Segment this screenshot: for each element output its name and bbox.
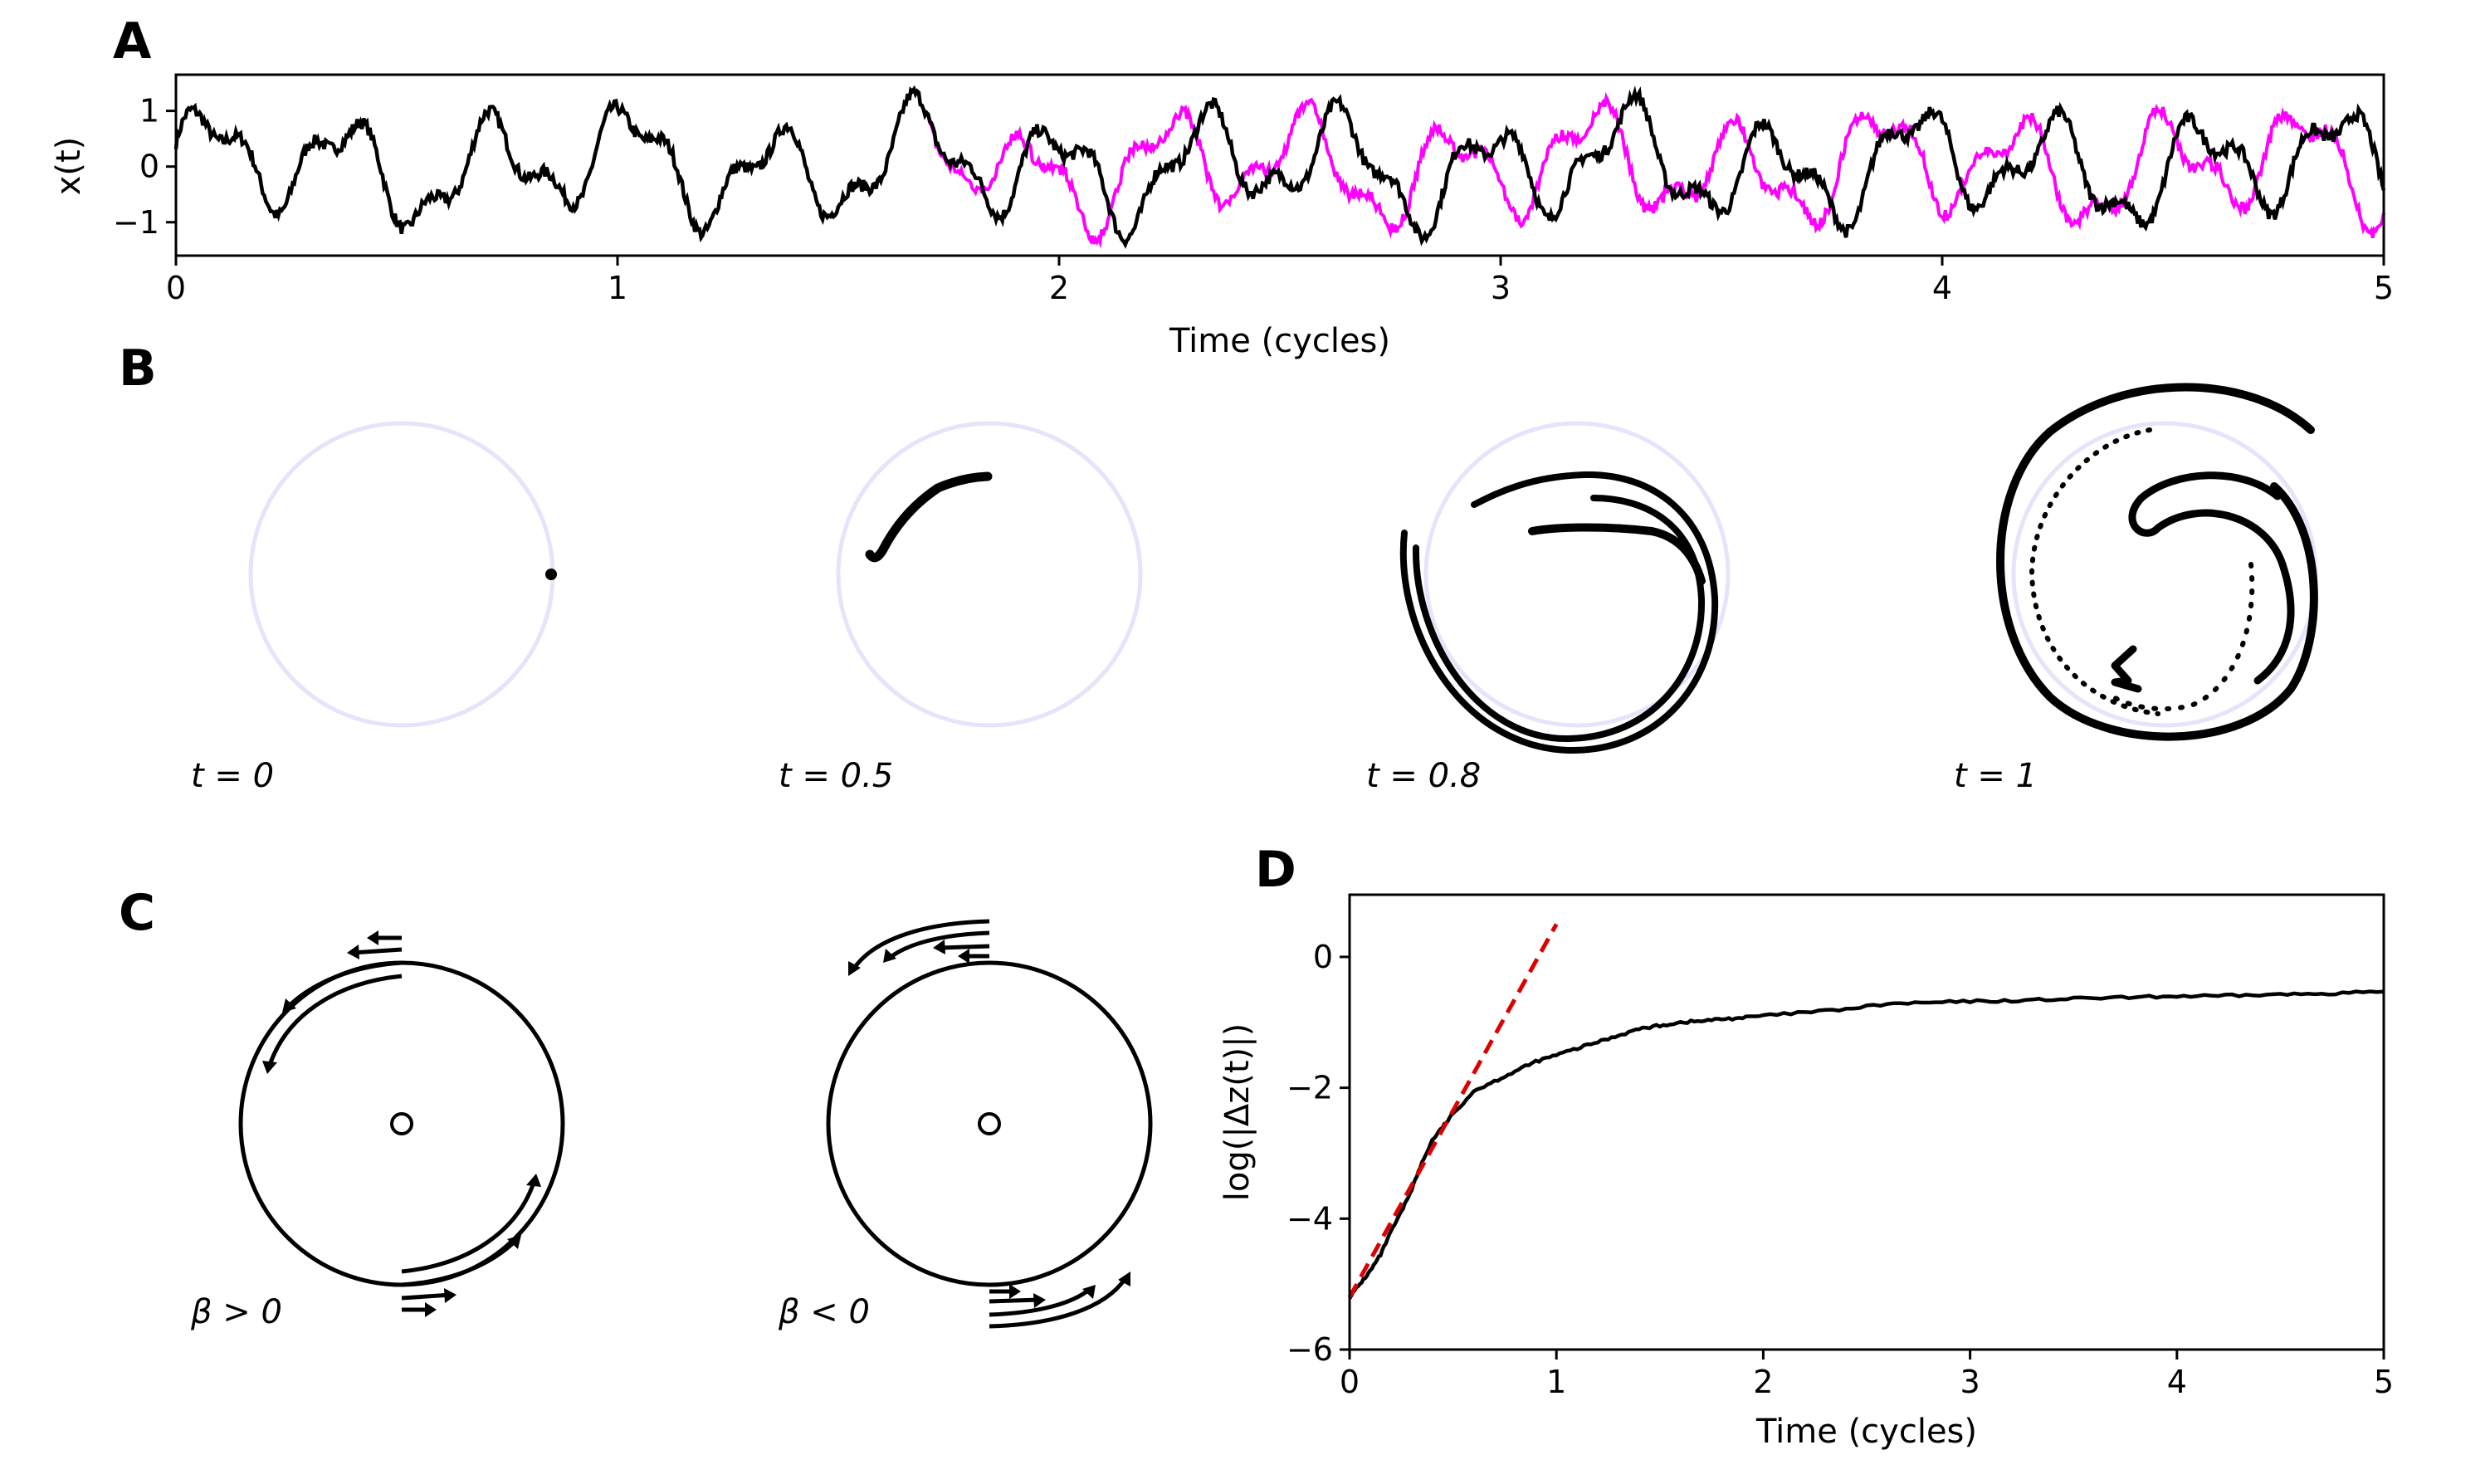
unit-circle-outline bbox=[836, 421, 1143, 728]
panel-c-diagram-beta-positive bbox=[238, 930, 565, 1317]
x-tick-label: 2 bbox=[1753, 1364, 1773, 1400]
arrow-head-icon bbox=[958, 949, 969, 964]
x-tick-label: 0 bbox=[1340, 1364, 1360, 1400]
arrow-head-icon bbox=[1118, 1272, 1130, 1286]
point-cloud-spiral-inner bbox=[1412, 495, 1706, 743]
x-tick-label: 0 bbox=[166, 270, 186, 306]
arrow-head-icon bbox=[933, 940, 945, 954]
arrow-head-icon bbox=[444, 1288, 456, 1303]
panel-b-snapshot-t08: t = 0.8 bbox=[1366, 421, 1731, 795]
panel-d-y-axis-label: log(|Δz(t)|) bbox=[1218, 1023, 1257, 1201]
unit-circle-outline bbox=[2011, 421, 2318, 728]
x-tick-label: 1 bbox=[1546, 1364, 1566, 1400]
y-tick-label: −1 bbox=[113, 204, 159, 241]
shear-arrows-top-heads bbox=[848, 940, 969, 976]
unit-circle-outline bbox=[248, 421, 555, 728]
y-tick-label: −2 bbox=[1286, 1070, 1333, 1106]
arrow-head-icon bbox=[1009, 1284, 1021, 1299]
point-cloud-spiral-outer bbox=[1996, 383, 2318, 741]
point-cloud-spiral-mid bbox=[2029, 427, 2160, 716]
arrow-head-icon bbox=[347, 945, 359, 959]
point-cloud-spiral-outer bbox=[1399, 471, 1719, 754]
point-cloud-inner-tail bbox=[1528, 523, 1706, 585]
panel-b: B t = 0 t = 0.5 t = 0.8 t = 1 bbox=[119, 339, 2318, 795]
panel-b-snapshot-t05: t = 0.5 bbox=[779, 421, 1143, 795]
trajectory-2-line bbox=[173, 85, 2386, 249]
y-tick-label: 0 bbox=[139, 149, 159, 185]
unit-circle-outline bbox=[1423, 421, 1731, 728]
x-tick-label: 3 bbox=[1960, 1364, 1980, 1400]
arrow-head-icon bbox=[883, 949, 896, 963]
panel-d-x-ticks: 0 1 2 3 4 5 bbox=[1340, 1350, 2394, 1400]
panel-d-plot-lines bbox=[1347, 923, 2385, 1300]
point-cloud-arc bbox=[865, 471, 993, 563]
arrow-head-icon bbox=[1033, 1293, 1046, 1308]
point-cloud-dot bbox=[545, 569, 557, 580]
panel-d-letter: D bbox=[1255, 841, 1296, 899]
panel-b-snapshot-t1: t = 1 bbox=[1954, 383, 2318, 795]
x-tick-label: 4 bbox=[1932, 270, 1952, 306]
arrow-head-icon bbox=[262, 1061, 277, 1074]
panel-b-letter: B bbox=[119, 339, 157, 398]
beta-positive-caption: β > 0 bbox=[190, 1293, 282, 1331]
panel-a-plot-lines bbox=[173, 85, 2386, 249]
panel-a-x-ticks: 0 1 2 3 4 5 bbox=[166, 256, 2394, 306]
y-tick-label: −6 bbox=[1286, 1331, 1333, 1368]
x-tick-label: 1 bbox=[608, 270, 627, 306]
shear-arrows-top-heads bbox=[262, 930, 378, 1074]
arrow-head-icon bbox=[507, 1235, 521, 1249]
domain-circle bbox=[826, 960, 1153, 1287]
y-tick-label: 1 bbox=[139, 93, 159, 129]
exponential-fit-line bbox=[1347, 923, 1559, 1299]
arrow-head-icon bbox=[848, 961, 861, 976]
panel-a-x-axis-label: Time (cycles) bbox=[1169, 322, 1390, 360]
center-marker bbox=[390, 1112, 413, 1135]
snapshot-caption: t = 0.5 bbox=[779, 757, 893, 795]
divergence-line bbox=[1348, 989, 2385, 1300]
panel-c-letter: C bbox=[119, 884, 155, 942]
panel-a-y-ticks: −1 0 1 bbox=[113, 93, 176, 241]
arrow-head-icon bbox=[526, 1174, 541, 1187]
x-tick-label: 5 bbox=[2374, 270, 2394, 306]
snapshot-caption: t = 1 bbox=[1954, 757, 2037, 795]
y-tick-label: −4 bbox=[1286, 1200, 1333, 1237]
point-cloud-hook bbox=[2111, 645, 2142, 693]
x-tick-label: 4 bbox=[2167, 1364, 2187, 1400]
shear-arrows-bottom-heads bbox=[425, 1174, 541, 1317]
arrow-head-icon bbox=[425, 1302, 437, 1317]
snapshot-caption: t = 0.8 bbox=[1366, 757, 1481, 795]
panel-a-axes-frame bbox=[174, 73, 2385, 257]
arrow-head-icon bbox=[367, 930, 378, 945]
x-tick-label: 5 bbox=[2374, 1364, 2394, 1400]
panel-c: C bbox=[119, 884, 1153, 1331]
point-cloud-scatter-trail bbox=[2106, 562, 2255, 712]
panel-d-axes-frame bbox=[1348, 893, 2385, 1351]
panel-d-y-ticks: −6 −4 −2 0 bbox=[1286, 939, 1350, 1368]
point-cloud-spiral-inner bbox=[2128, 471, 2295, 685]
center-marker bbox=[978, 1112, 1001, 1135]
panel-a-letter: A bbox=[113, 12, 152, 71]
panel-a-y-axis-label: x(t) bbox=[50, 137, 88, 196]
shear-arrows-bottom bbox=[401, 1179, 537, 1312]
snapshot-caption: t = 0 bbox=[191, 757, 274, 795]
panel-b-snapshot-t0: t = 0 bbox=[191, 421, 557, 795]
arrow-head-icon bbox=[1082, 1285, 1096, 1299]
shear-arrows-bottom-heads bbox=[1009, 1272, 1130, 1308]
panel-d-x-axis-label: Time (cycles) bbox=[1755, 1413, 1977, 1451]
x-tick-label: 2 bbox=[1049, 270, 1069, 306]
y-tick-label: 0 bbox=[1313, 939, 1333, 975]
panel-d: D 0 1 2 3 4 5 −6 −4 −2 0 Time (cycles) log(|Δz(t… bbox=[1218, 841, 2394, 1451]
shear-arrows-top bbox=[851, 919, 990, 971]
beta-negative-caption: β < 0 bbox=[778, 1293, 870, 1331]
arrow-head-icon bbox=[282, 998, 296, 1013]
x-tick-label: 3 bbox=[1491, 270, 1511, 306]
panel-c-diagram-beta-negative bbox=[826, 919, 1153, 1329]
